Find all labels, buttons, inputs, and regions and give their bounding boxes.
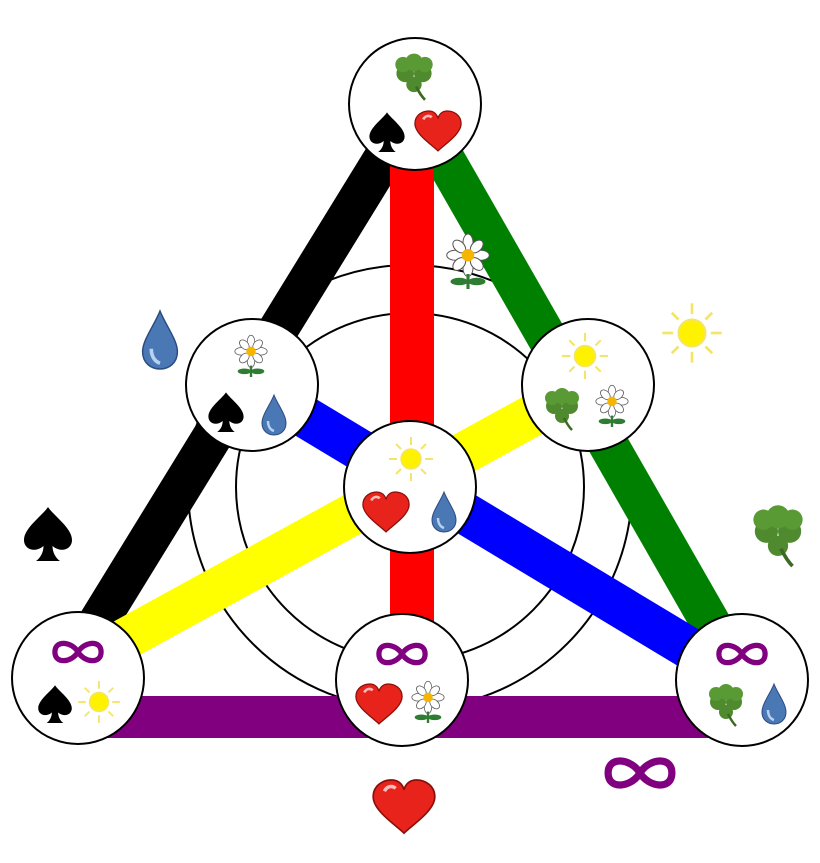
node-bottom-right [675, 613, 809, 747]
node-center [343, 420, 477, 554]
spade-line-label-icon [24, 507, 72, 561]
drop-line [241, 367, 753, 698]
heart-line-label-icon [371, 778, 437, 835]
node-bottom-middle [335, 613, 469, 747]
node-right-middle [521, 318, 655, 452]
node-apex [348, 37, 482, 171]
drop-line-label-icon [140, 309, 180, 371]
sun-line [67, 366, 599, 684]
infinity-line-label-icon [608, 761, 672, 785]
node-bottom-left [11, 611, 145, 745]
clover-line-label-icon [751, 503, 805, 568]
fano-nodes [11, 37, 809, 747]
node-left-middle [185, 318, 319, 452]
sun-line-label-icon [660, 301, 724, 365]
